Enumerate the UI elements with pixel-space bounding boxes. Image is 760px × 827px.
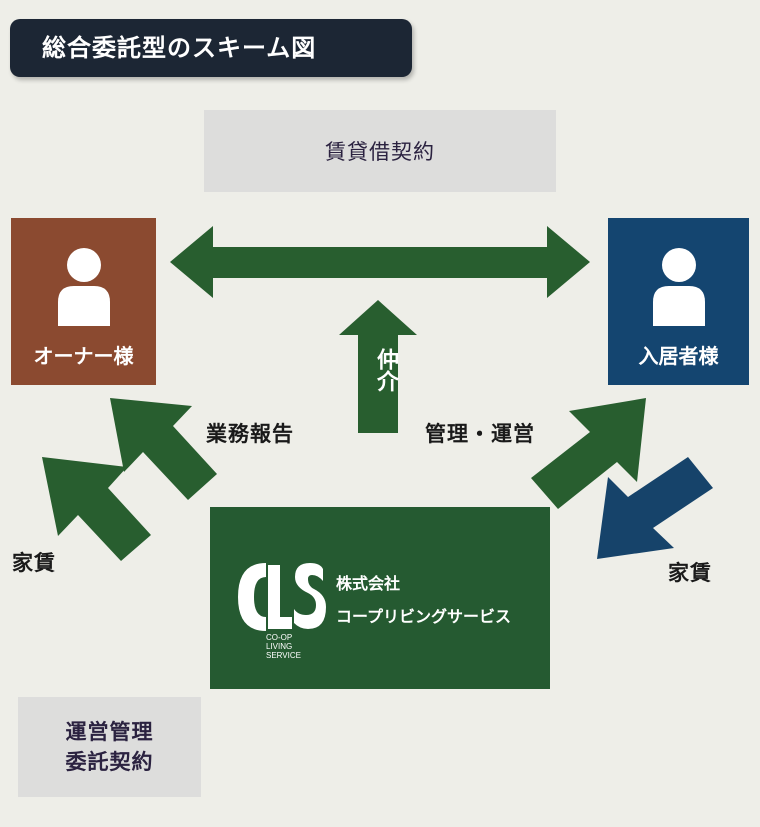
company-name-line2: コープリビングサービス [336, 607, 512, 626]
management-contract-line2: 委託契約 [65, 750, 154, 774]
management-arrow [531, 398, 646, 509]
logo-sub-2: LIVING [266, 642, 293, 651]
person-icon [57, 248, 110, 326]
management-contract-box: 運営管理 委託契約 [18, 697, 201, 797]
owner-box: オーナー様 [11, 218, 156, 385]
business-report-arrow [110, 398, 217, 500]
company-box: CO-OP LIVING SERVICE 株式会社 コープリビングサービス [210, 507, 550, 689]
lease-double-arrow [170, 226, 590, 298]
business-report-label: 業務報告 [206, 422, 294, 446]
intermediary-up-arrow [339, 300, 417, 433]
company-name-line1: 株式会社 [336, 574, 401, 593]
tenant-label: 入居者様 [638, 344, 719, 368]
management-contract-line1: 運営管理 [65, 720, 154, 744]
cls-logo [238, 563, 326, 631]
management-label: 管理・運営 [425, 422, 535, 446]
logo-sub-1: CO-OP [266, 633, 293, 642]
tenant-box: 入居者様 [608, 218, 749, 385]
intermediary-label: 仲介 [373, 348, 398, 392]
rent-left-label: 家賃 [12, 551, 56, 575]
diagram-title: 総合委託型のスキーム図 [10, 19, 412, 77]
rent-left-arrow [42, 457, 151, 561]
owner-label: オーナー様 [33, 344, 134, 368]
person-icon [652, 248, 705, 326]
rent-right-arrow [597, 457, 713, 559]
logo-sub-3: SERVICE [266, 651, 301, 660]
lease-contract-box: 賃貸借契約 [204, 110, 556, 192]
rent-right-label: 家賃 [668, 561, 712, 585]
